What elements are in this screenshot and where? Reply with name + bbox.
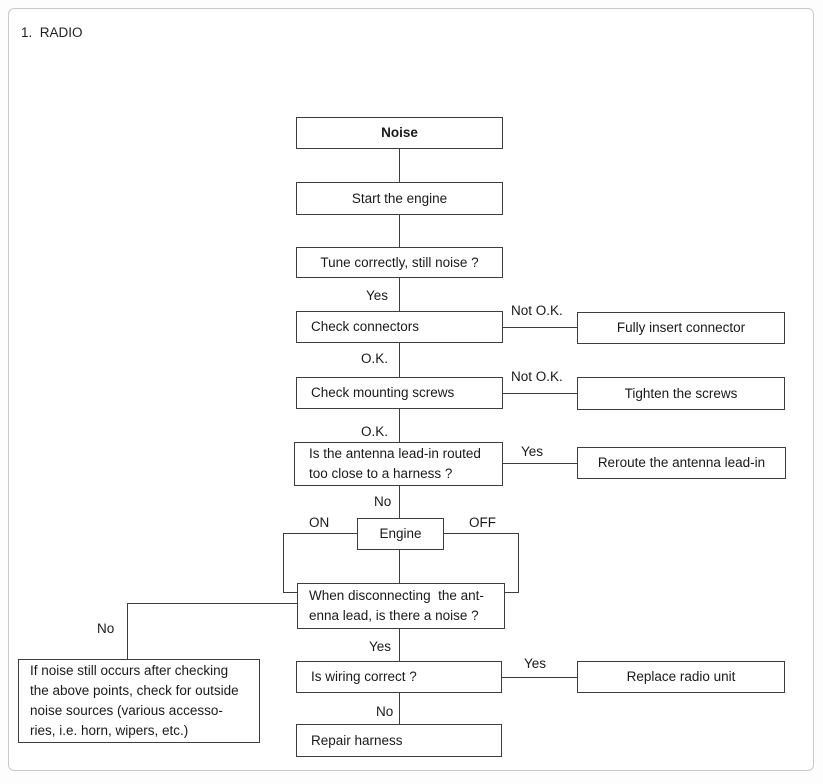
edge-label-disconnect-no: No (97, 621, 115, 636)
node-wiring-correct-text: Is wiring correct ? (311, 669, 417, 684)
node-tighten-screws-text: Tighten the screws (624, 385, 738, 401)
connector-antenna-engine (399, 486, 400, 518)
connector-noise-start (399, 149, 400, 182)
node-engine: Engine (357, 518, 444, 550)
node-repair-harness: Repair harness (296, 724, 502, 757)
connector-start-tune (399, 215, 400, 247)
edge-label-disconnect-yes: Yes (369, 639, 392, 654)
connector-engine-off-horizontal (443, 533, 518, 534)
connector-engine-on-horizontal (283, 533, 357, 534)
node-check-connectors: Check connectors (296, 311, 503, 343)
node-outside-noise-line3: noise sources (various accesso- (30, 703, 223, 718)
connector-screws-tighten (503, 393, 577, 394)
edge-label-antenna-no: No (374, 494, 392, 509)
edge-label-engine-on: ON (309, 515, 330, 530)
node-disconnect-antenna-line1: When disconnecting the ant- (309, 588, 484, 603)
connector-antenna-reroute (503, 463, 577, 464)
connector-screws-antenna (399, 409, 400, 442)
section-title: 1. RADIO (21, 25, 83, 40)
connector-disconnect-no-vertical (127, 603, 128, 659)
connector-engine-off-into-box (504, 592, 519, 593)
node-tune-text: Tune correctly, still noise ? (320, 254, 479, 270)
connector-engine-off-rail (518, 533, 519, 593)
edge-label-engine-off: OFF (469, 515, 496, 530)
edge-label-connectors-not-ok: Not O.K. (511, 303, 563, 318)
connector-engine-on-into-box (283, 592, 298, 593)
edge-label-screws-not-ok: Not O.K. (511, 369, 563, 384)
edge-label-antenna-yes: Yes (521, 444, 544, 459)
connector-connectors-fullyinsert (503, 327, 577, 328)
connector-wiring-replace (502, 677, 577, 678)
node-outside-noise-note: If noise still occurs after checking the… (18, 659, 260, 743)
edge-label-screws-ok: O.K. (361, 424, 389, 439)
node-fully-insert: Fully insert connector (577, 312, 785, 344)
node-outside-noise-line1: If noise still occurs after checking (30, 663, 229, 678)
node-replace-radio: Replace radio unit (577, 661, 785, 693)
connector-wiring-repair (399, 693, 400, 724)
edge-label-wiring-yes: Yes (524, 656, 547, 671)
node-repair-harness-text: Repair harness (311, 732, 403, 748)
connector-engine-disconnect (399, 550, 400, 583)
node-outside-noise-line2: the above points, check for outside (30, 683, 239, 698)
node-engine-text: Engine (379, 526, 422, 541)
node-replace-radio-text: Replace radio unit (626, 669, 736, 684)
node-check-screws: Check mounting screws (296, 377, 503, 409)
connector-connectors-screws (399, 343, 400, 377)
node-antenna-routed: Is the antenna lead-in routed too close … (294, 442, 503, 486)
node-check-screws-text: Check mounting screws (311, 385, 455, 400)
node-antenna-routed-line2: too close to a harness ? (309, 466, 453, 481)
node-antenna-routed-line1: Is the antenna lead-in routed (309, 446, 481, 461)
node-start-engine-text: Start the engine (351, 190, 448, 206)
node-wiring-correct: Is wiring correct ? (296, 661, 502, 693)
node-tighten-screws: Tighten the screws (577, 377, 785, 410)
node-disconnect-antenna: When disconnecting the ant- enna lead, i… (297, 583, 505, 629)
node-outside-noise-line4: ries, i.e. horn, wipers, etc.) (30, 723, 189, 738)
connector-disconnect-wiring (399, 629, 400, 661)
node-fully-insert-text: Fully insert connector (616, 320, 746, 335)
node-reroute-antenna: Reroute the antenna lead-in (577, 447, 786, 479)
node-disconnect-antenna-line2: enna lead, is there a noise ? (309, 608, 479, 623)
edge-label-connectors-ok: O.K. (361, 351, 389, 366)
node-start-engine: Start the engine (296, 182, 503, 215)
node-noise-text: Noise (381, 125, 418, 140)
connector-tune-connectors (399, 278, 400, 311)
edge-label-tune-yes: Yes (366, 288, 389, 303)
connector-disconnect-no-horizontal (127, 603, 297, 604)
node-reroute-antenna-text: Reroute the antenna lead-in (597, 455, 766, 470)
node-tune: Tune correctly, still noise ? (296, 247, 503, 278)
node-check-connectors-text: Check connectors (311, 319, 420, 334)
edge-label-wiring-no: No (376, 704, 394, 719)
connector-engine-on-rail (283, 533, 284, 592)
node-noise: Noise (296, 117, 503, 149)
